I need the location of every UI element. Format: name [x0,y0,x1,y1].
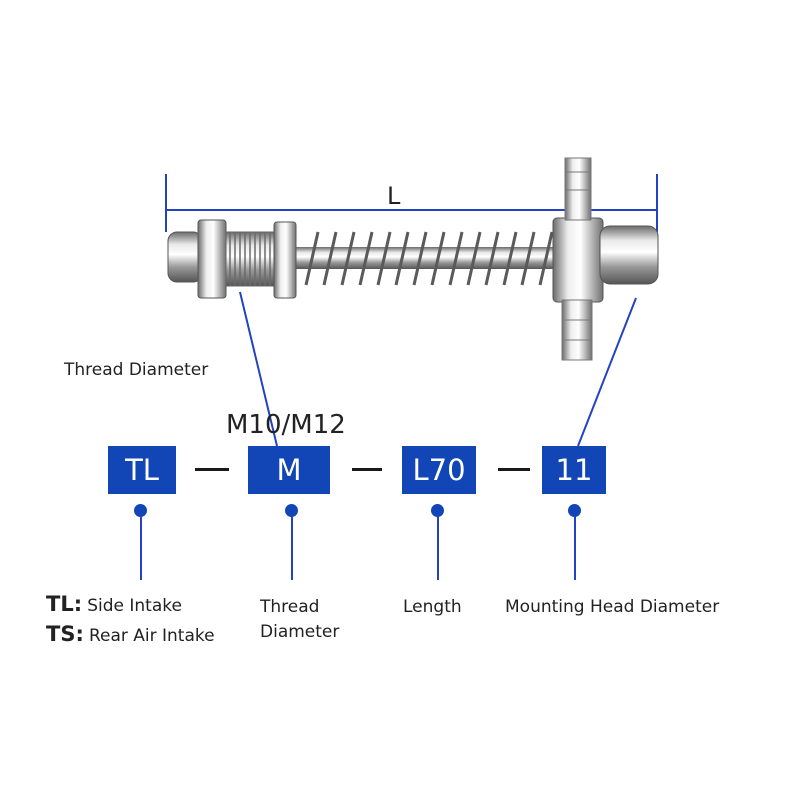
mounting-callout-line [577,297,637,447]
connector-stem-head [574,516,576,580]
legend-ts-prefix: TS: [46,622,84,646]
connector-stem-thread [291,516,293,580]
code-thread-text: M [276,453,302,487]
dimension-label: L [387,182,401,210]
legend-tl-desc: Side Intake [87,596,182,616]
legend-ts: TS: Rear Air Intake [46,622,215,646]
hex-nut-left [197,219,227,299]
legend-thread-line2: Diameter [260,622,340,642]
code-box-type: TL [108,446,176,494]
code-box-thread: M [248,446,330,494]
connector-dot-head [568,504,581,517]
top-hose-barb [564,157,592,221]
legend-ts-desc: Rear Air Intake [88,626,215,646]
legend-thread-line1: Thread [260,597,320,617]
connector-dot-type [134,504,147,517]
legend-length: Length [403,597,462,617]
code-separator-2 [352,468,382,471]
legend-tl-prefix: TL: [46,592,83,616]
legend-tl: TL: Side Intake [46,592,182,616]
code-type-text: TL [125,453,159,487]
threaded-body [225,231,277,287]
code-head-text: 11 [555,453,593,487]
hex-nut-right [273,221,297,299]
code-box-length: L70 [402,446,476,494]
legend-mounting-head: Mounting Head Diameter [505,597,720,617]
cap-nut [167,231,203,283]
tee-fitting [552,217,604,303]
code-separator-3 [498,468,530,471]
spring [304,231,554,286]
code-length-text: L70 [412,453,466,487]
code-box-head: 11 [542,446,606,494]
bottom-hose-barb [561,299,593,361]
connector-stem-type [140,516,142,580]
connector-dot-thread [285,504,298,517]
connector-dot-length [431,504,444,517]
thread-callout-line [239,291,278,447]
mounting-head [599,225,659,285]
thread-diameter-callout: Thread Diameter [64,360,209,380]
thread-size-options: M10/M12 [226,410,346,440]
connector-stem-length [437,516,439,580]
thread-lines [229,232,271,286]
code-separator-1 [195,468,229,471]
